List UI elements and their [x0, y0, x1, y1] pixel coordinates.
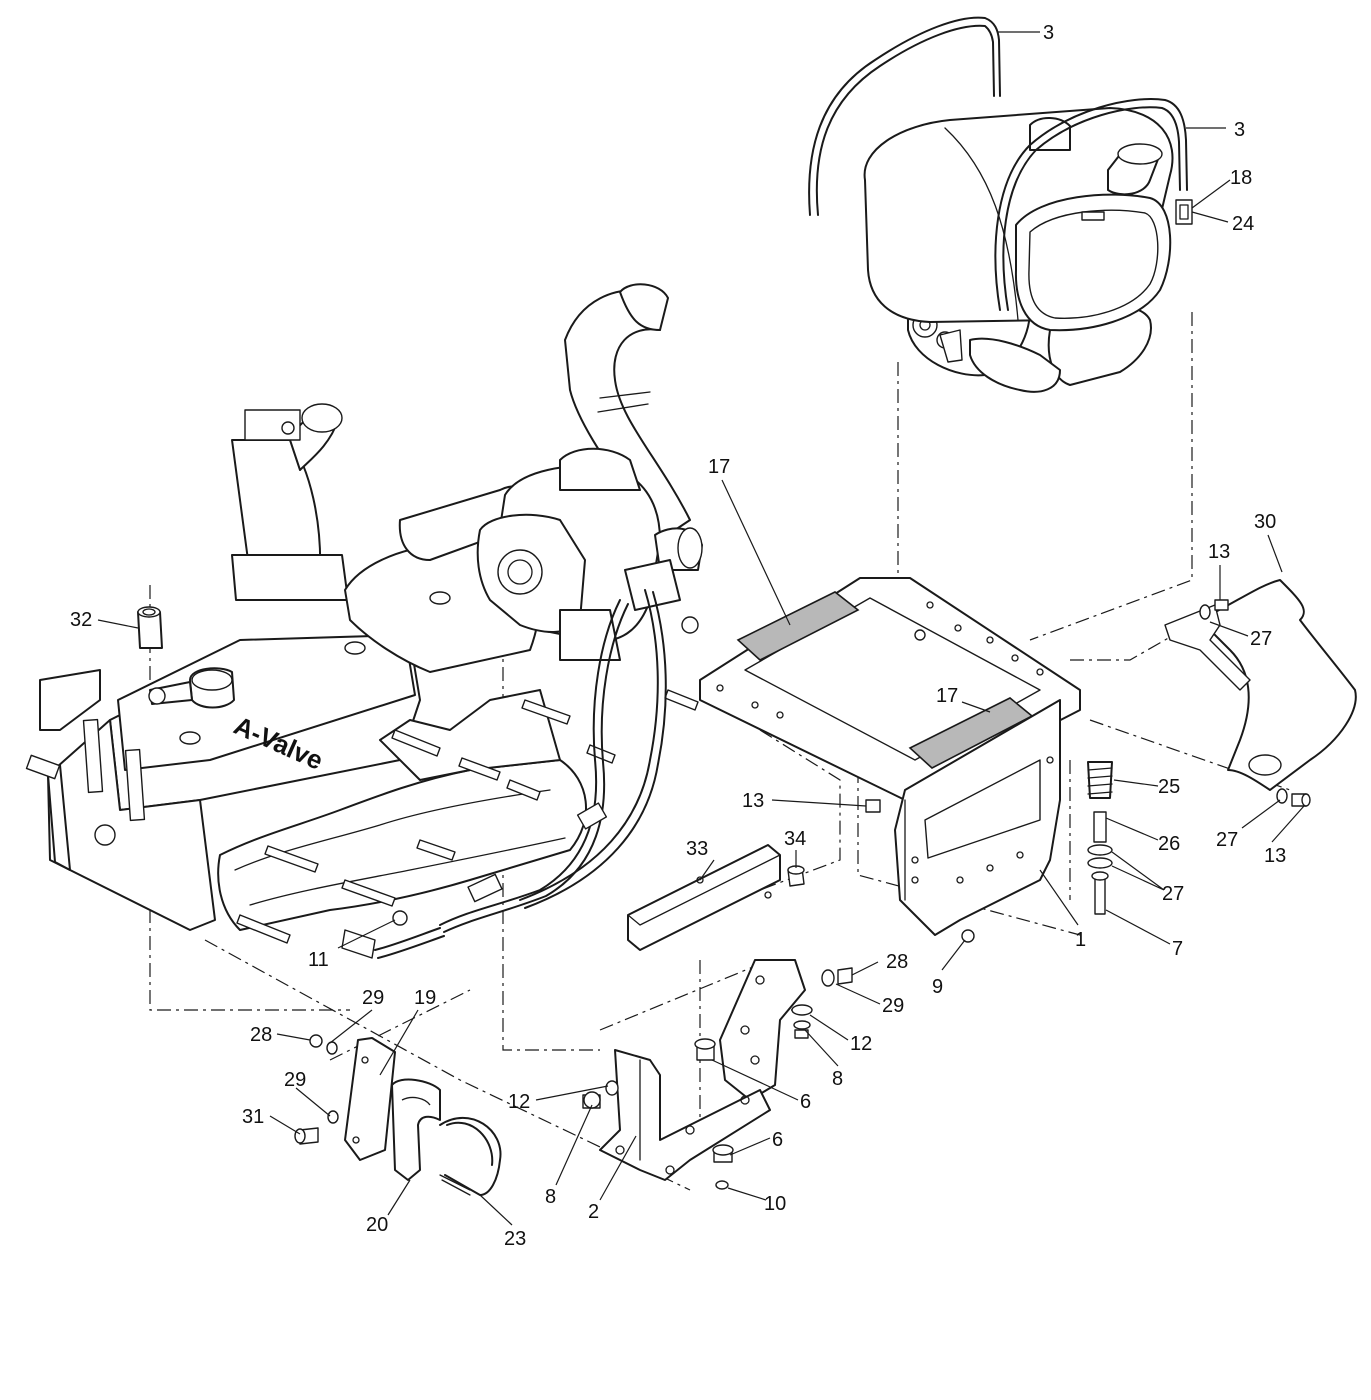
callout-23: 23	[504, 1228, 526, 1250]
callout-13: 13	[1264, 845, 1286, 867]
callout-13: 13	[1208, 541, 1230, 563]
callout-24: 24	[1232, 213, 1254, 235]
callout-17: 17	[936, 685, 958, 707]
callout-1: 1	[1075, 929, 1086, 951]
callout-3: 3	[1234, 119, 1245, 141]
frame-holes	[716, 601, 1054, 884]
muffler-assembly	[808, 16, 1193, 393]
callout-33: 33	[686, 838, 708, 860]
callout-27: 27	[1162, 883, 1184, 905]
callout-32: 32	[70, 609, 92, 631]
engine-assembly: A-Valve	[25, 283, 703, 959]
callout-12: 12	[850, 1033, 872, 1055]
callout-17: 17	[708, 456, 730, 478]
callout-27: 27	[1216, 829, 1238, 851]
hardware-right	[865, 599, 1311, 943]
callout-27: 27	[1250, 628, 1272, 650]
part-33-plate	[627, 844, 805, 951]
callout-20: 20	[366, 1214, 388, 1236]
callout-6: 6	[772, 1129, 783, 1151]
part-32-cap	[137, 606, 163, 649]
callout-9: 9	[932, 976, 943, 998]
callout-2: 2	[588, 1201, 599, 1223]
callout-6: 6	[800, 1091, 811, 1113]
parts-19-20-23	[294, 1034, 502, 1196]
callout-12: 12	[508, 1091, 530, 1113]
callout-3: 3	[1043, 22, 1054, 44]
part-2-bracket	[582, 1038, 771, 1190]
callout-8: 8	[832, 1068, 843, 1090]
callout-31: 31	[242, 1106, 264, 1128]
callout-29: 29	[284, 1069, 306, 1091]
callout-30: 30	[1254, 511, 1276, 533]
callout-18: 18	[1230, 167, 1252, 189]
callout-19: 19	[414, 987, 436, 1009]
callout-29: 29	[362, 987, 384, 1009]
callout-28: 28	[886, 951, 908, 973]
callout-26: 26	[1158, 833, 1180, 855]
callout-labels: 3 3 18 24 17 17 30 13 27 32 25 13 26 27 …	[70, 22, 1286, 1250]
callout-34: 34	[784, 828, 806, 850]
spring-pin-stack	[1087, 761, 1113, 915]
frame-part-1	[699, 577, 1081, 936]
leader-lines	[97, 31, 1305, 1226]
callout-8: 8	[545, 1186, 556, 1208]
callout-7: 7	[1172, 938, 1183, 960]
bracket-center-right	[719, 959, 853, 1101]
part-30-shield	[1164, 579, 1357, 791]
callout-11: 11	[308, 949, 329, 971]
callout-29: 29	[882, 995, 904, 1017]
callout-25: 25	[1158, 776, 1180, 798]
callout-10: 10	[764, 1193, 786, 1215]
callout-28: 28	[250, 1024, 272, 1046]
callout-13: 13	[742, 790, 764, 812]
manifold-studs	[236, 689, 699, 944]
